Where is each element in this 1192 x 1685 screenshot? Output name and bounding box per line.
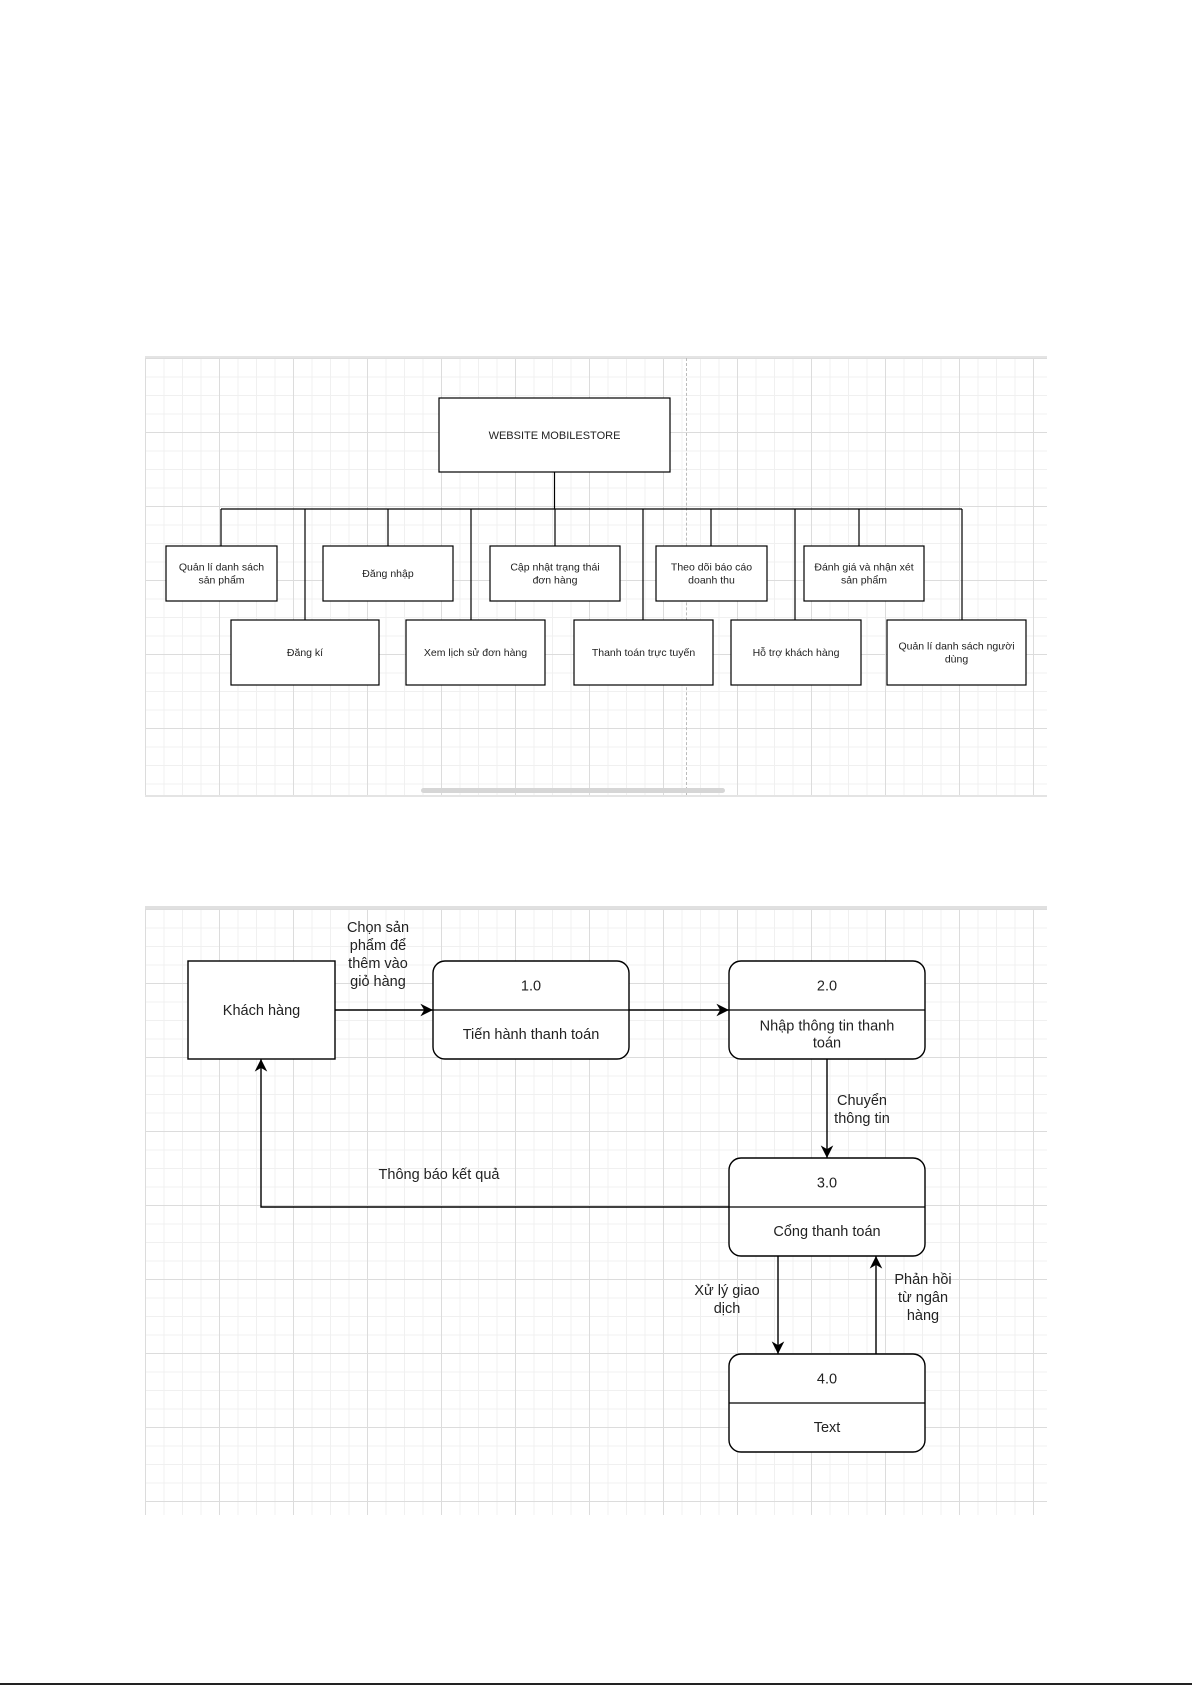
flow-label-result-notice: Thông báo kết quả bbox=[379, 1167, 501, 1183]
function-box-top bbox=[322, 545, 454, 602]
function-box-top bbox=[803, 545, 925, 602]
function-box-bottom bbox=[730, 619, 862, 686]
function-box-bottom bbox=[405, 619, 546, 686]
process-id: 3.0 bbox=[817, 1176, 837, 1192]
process-id: 4.0 bbox=[817, 1372, 837, 1388]
process-id: 1.0 bbox=[521, 979, 541, 995]
page-bottom-rule bbox=[0, 1683, 1192, 1685]
function-label-bottom: Thanh toán trực tuyến bbox=[592, 647, 695, 659]
flow-arrow-result-notice bbox=[254, 1059, 729, 1208]
horizontal-scrollbar[interactable] bbox=[421, 788, 725, 793]
external-entity-box bbox=[187, 960, 336, 1060]
connector-lines bbox=[220, 472, 963, 620]
root-node-label: WEBSITE MOBILESTORE bbox=[489, 430, 621, 442]
function-box-bottom bbox=[230, 619, 380, 686]
function-box-bottom bbox=[886, 619, 1027, 686]
function-box-top bbox=[489, 545, 621, 602]
function-label-bottom: Đăng kí bbox=[287, 647, 323, 659]
function-box-top bbox=[655, 545, 768, 602]
process-id: 2.0 bbox=[817, 979, 837, 995]
function-label-top: Đăng nhập bbox=[362, 568, 414, 580]
process-name: Cổng thanh toán bbox=[773, 1224, 880, 1240]
function-box-bottom bbox=[573, 619, 714, 686]
function-label-bottom: Hỗ trợ khách hàng bbox=[753, 646, 840, 659]
process-name: Tiến hành thanh toán bbox=[463, 1027, 600, 1043]
function-box-top bbox=[165, 545, 278, 602]
external-entity-label: Khách hàng bbox=[223, 1003, 300, 1019]
function-label-bottom: Xem lịch sử đơn hàng bbox=[424, 647, 527, 659]
process-name: Text bbox=[814, 1420, 841, 1436]
root-node-box bbox=[438, 397, 671, 473]
